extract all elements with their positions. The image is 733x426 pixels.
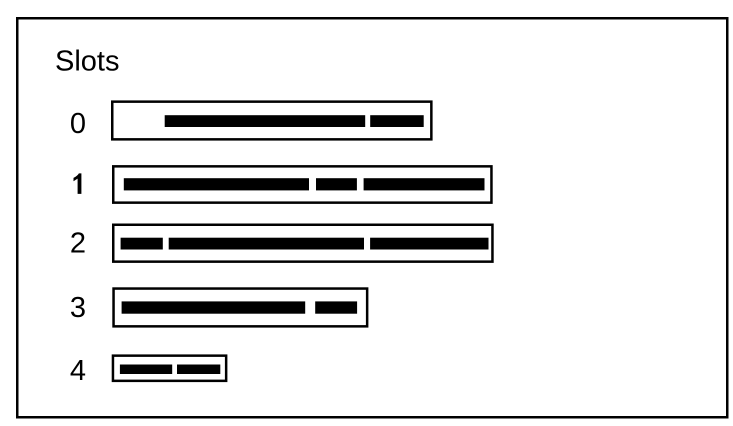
- svg-text:2: 2: [70, 227, 86, 259]
- svg-text:0: 0: [70, 108, 86, 140]
- svg-text:3: 3: [70, 292, 86, 324]
- svg-text:Slots: Slots: [55, 46, 119, 78]
- svg-text:4: 4: [70, 355, 86, 387]
